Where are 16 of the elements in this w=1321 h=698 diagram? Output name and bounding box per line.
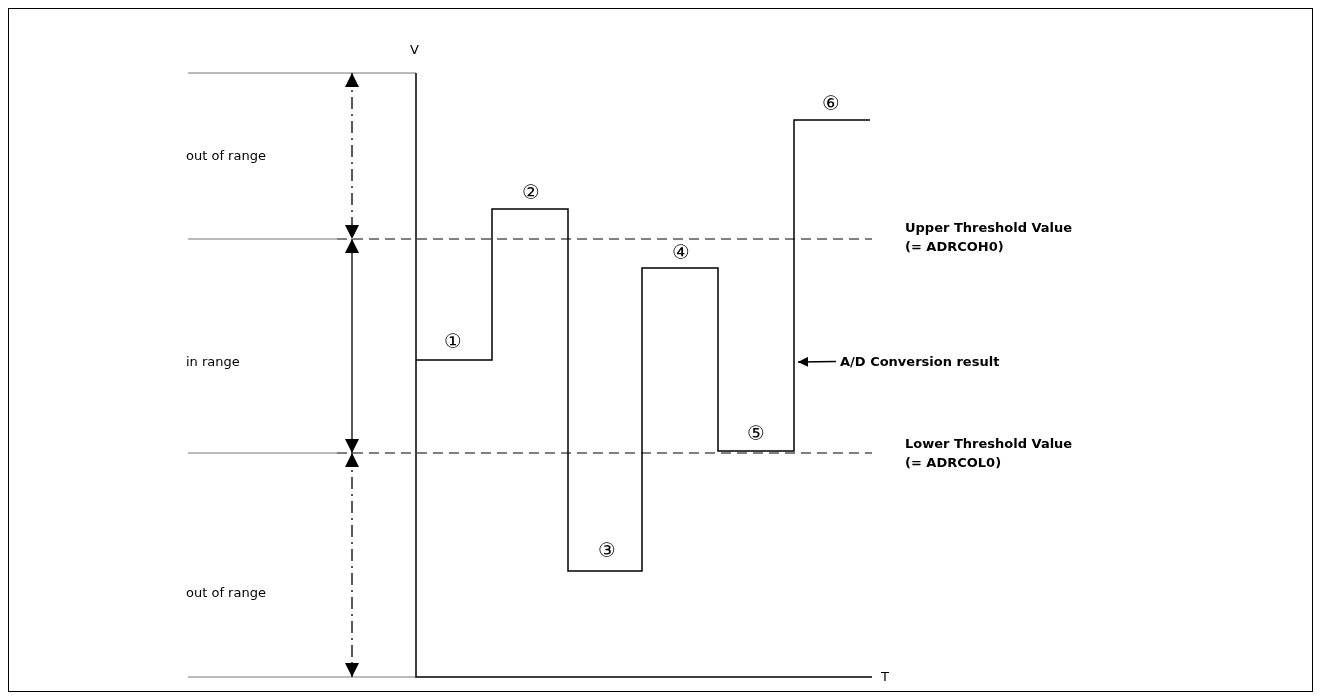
callout-number: ① — [444, 332, 462, 351]
callout-number: ② — [522, 183, 540, 202]
step-waveform — [415, 119, 871, 572]
callout-number: ④ — [672, 243, 690, 262]
callout-number: ⑥ — [822, 94, 840, 113]
axis-label: V — [410, 41, 419, 59]
threshold-label: Upper Threshold Value (= ADRCOH0) — [905, 219, 1074, 256]
leader-arrow — [797, 356, 837, 367]
range-label: out of range — [186, 147, 266, 165]
callout-number: ⑤ — [747, 424, 765, 443]
threshold-label: Lower Threshold Value (= ADRCOL0) — [905, 435, 1074, 472]
range-label: in range — [186, 353, 240, 371]
callout-text: A/D Conversion result — [840, 352, 1000, 371]
axis-label: T — [881, 668, 889, 686]
callout-number: ③ — [598, 541, 616, 560]
range-label: out of range — [186, 584, 266, 602]
